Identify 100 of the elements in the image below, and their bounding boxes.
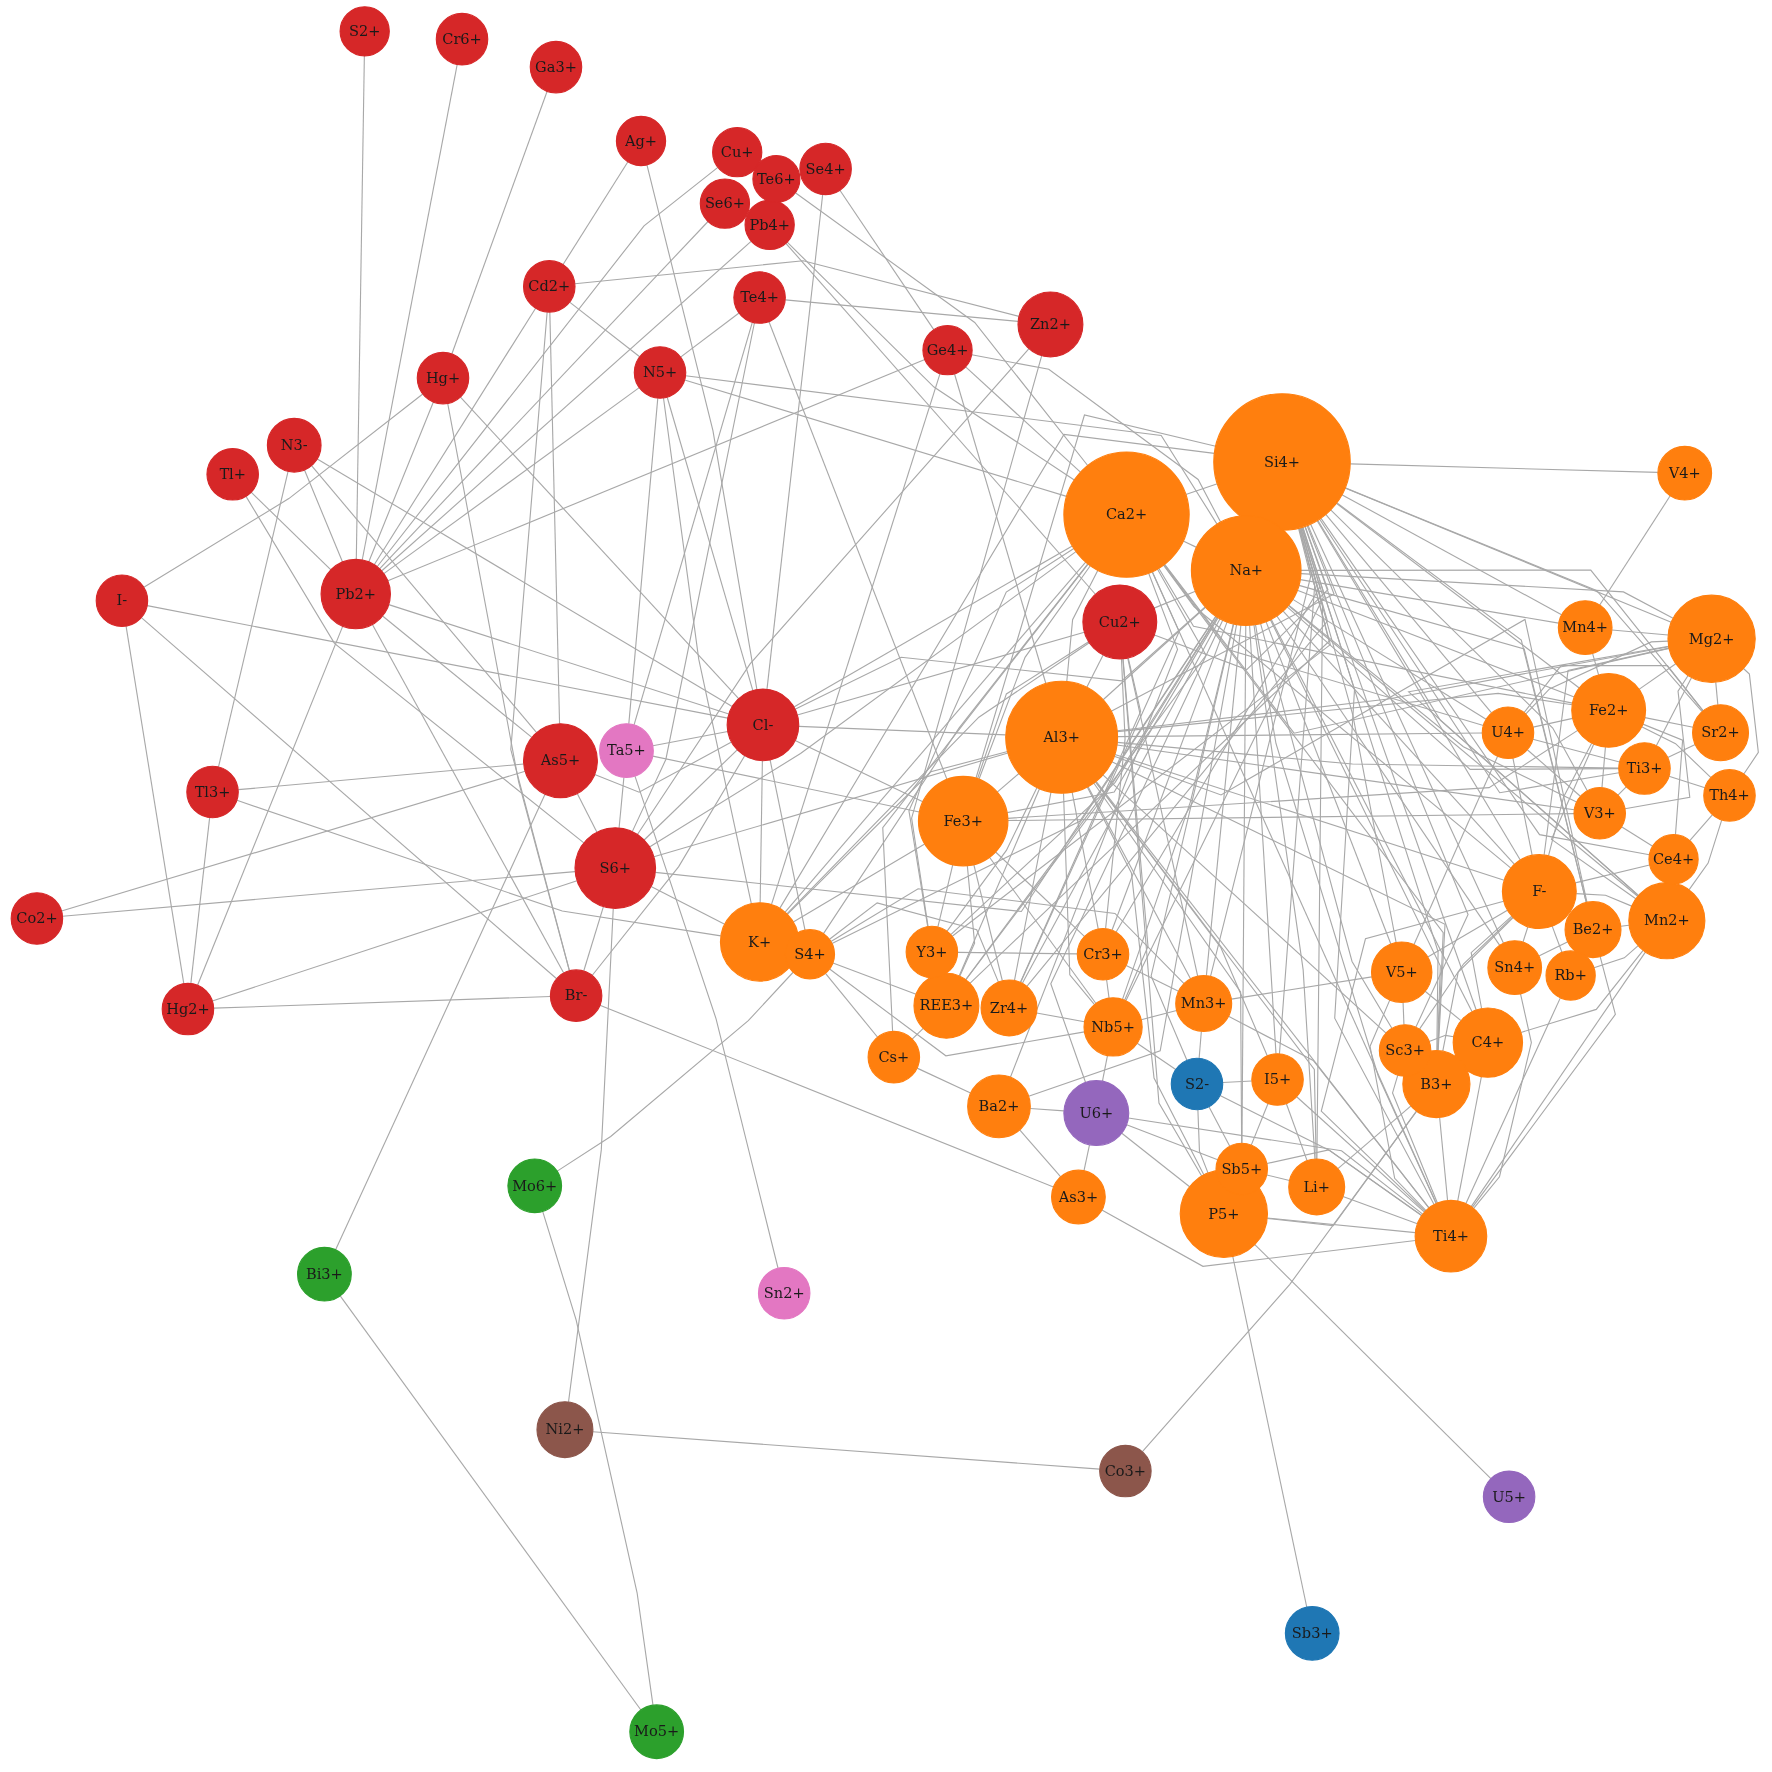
- connector: [1164, 563, 1670, 734]
- connector: [988, 856, 1097, 1004]
- connector: [576, 793, 598, 833]
- connector: [1593, 945, 1639, 969]
- connector: [1241, 624, 1247, 1144]
- connector: [1036, 1012, 1085, 1023]
- connector: [1298, 584, 1587, 903]
- connector: [1599, 495, 1671, 606]
- node-circle: Nb5+: [1083, 997, 1143, 1057]
- connector: [965, 568, 1207, 981]
- connector: [1013, 791, 1052, 982]
- connector: [1532, 738, 1621, 763]
- connector: [652, 755, 920, 813]
- connector: [646, 164, 758, 691]
- connector: [1402, 1001, 1405, 1026]
- node-circle: Ge4+: [922, 325, 973, 376]
- connector: [794, 192, 1089, 467]
- connector: [680, 312, 740, 358]
- connector: [1083, 1144, 1091, 1172]
- connector: [965, 366, 1081, 473]
- connector: [828, 902, 999, 983]
- connector: [1282, 610, 1516, 865]
- node-circle: S2+: [339, 6, 390, 57]
- connector: [1642, 723, 1684, 836]
- connector: [1413, 755, 1499, 946]
- node-circle: Mn4+: [1557, 600, 1613, 655]
- connector: [1266, 1149, 1423, 1217]
- connector: [316, 458, 733, 708]
- connector: [779, 433, 1215, 909]
- connector: [569, 301, 641, 358]
- connector: [654, 615, 1217, 913]
- node-circle: N5+: [633, 346, 687, 399]
- connector: [1427, 909, 1508, 958]
- connector: [140, 617, 558, 980]
- connector: [1050, 619, 1224, 1083]
- connector: [591, 755, 746, 977]
- connector: [1551, 925, 1563, 953]
- connector: [574, 260, 1020, 317]
- connector: [371, 623, 565, 974]
- connector: [1655, 676, 1693, 747]
- connector: [1185, 483, 1218, 496]
- node-circle: Th4+: [1703, 769, 1756, 822]
- connector: [376, 166, 719, 568]
- connector: [1153, 590, 1196, 609]
- connector: [387, 359, 926, 582]
- connector: [1102, 774, 1387, 1034]
- connector: [1442, 917, 1514, 1052]
- node-circle: Cl-: [726, 688, 800, 762]
- node-circle: Y3+: [905, 925, 959, 979]
- connector: [1105, 658, 1126, 930]
- connector: [628, 397, 659, 725]
- connector: [1158, 567, 1574, 704]
- connector: [1341, 494, 1563, 616]
- connector: [1335, 502, 1580, 689]
- connector: [995, 851, 1085, 937]
- node-circle: Mn2+: [1628, 882, 1706, 960]
- connector: [618, 776, 625, 829]
- connector: [1465, 997, 1561, 1205]
- connector: [959, 865, 976, 977]
- connector: [631, 322, 755, 833]
- connector: [950, 616, 1218, 936]
- connector: [1473, 993, 1532, 1209]
- connector: [1111, 621, 1228, 931]
- connector: [1287, 605, 1639, 897]
- connector: [946, 786, 1038, 932]
- connector: [599, 1004, 1055, 1188]
- connector: [1222, 1080, 1253, 1084]
- connector: [684, 375, 1218, 525]
- connector: [1209, 527, 1312, 977]
- node-circle: Pb4+: [744, 199, 795, 251]
- connector: [786, 750, 1009, 915]
- connector: [1253, 624, 1316, 1160]
- connector: [361, 63, 458, 561]
- connector: [1006, 617, 1219, 814]
- node-circle: Co3+: [1099, 1444, 1152, 1498]
- connector: [388, 604, 730, 715]
- connector: [1286, 606, 1620, 770]
- connector: [1086, 654, 1104, 688]
- connector: [1288, 604, 1578, 803]
- connector: [636, 348, 1030, 836]
- connector: [1063, 792, 1096, 1006]
- node-circle: Ca2+: [1063, 451, 1190, 578]
- connector: [1254, 1244, 1492, 1480]
- node-circle: Ti4+: [1414, 1199, 1488, 1273]
- node-circle: Ta5+: [599, 723, 654, 779]
- node-circle: Rb+: [1545, 950, 1596, 1001]
- connector: [1641, 726, 1712, 779]
- connector: [1296, 589, 1575, 698]
- connector: [1230, 976, 1373, 1000]
- connector: [1270, 618, 1473, 1013]
- node-circle: Mg2+: [1667, 594, 1756, 683]
- connector: [1021, 618, 1221, 984]
- connector: [652, 730, 729, 747]
- connector: [1337, 1105, 1412, 1170]
- connector: [1254, 624, 1437, 1205]
- connector: [1110, 525, 1335, 712]
- connector: [335, 793, 546, 1251]
- connector: [830, 888, 1185, 985]
- connector: [768, 320, 948, 780]
- connector: [542, 1210, 654, 1706]
